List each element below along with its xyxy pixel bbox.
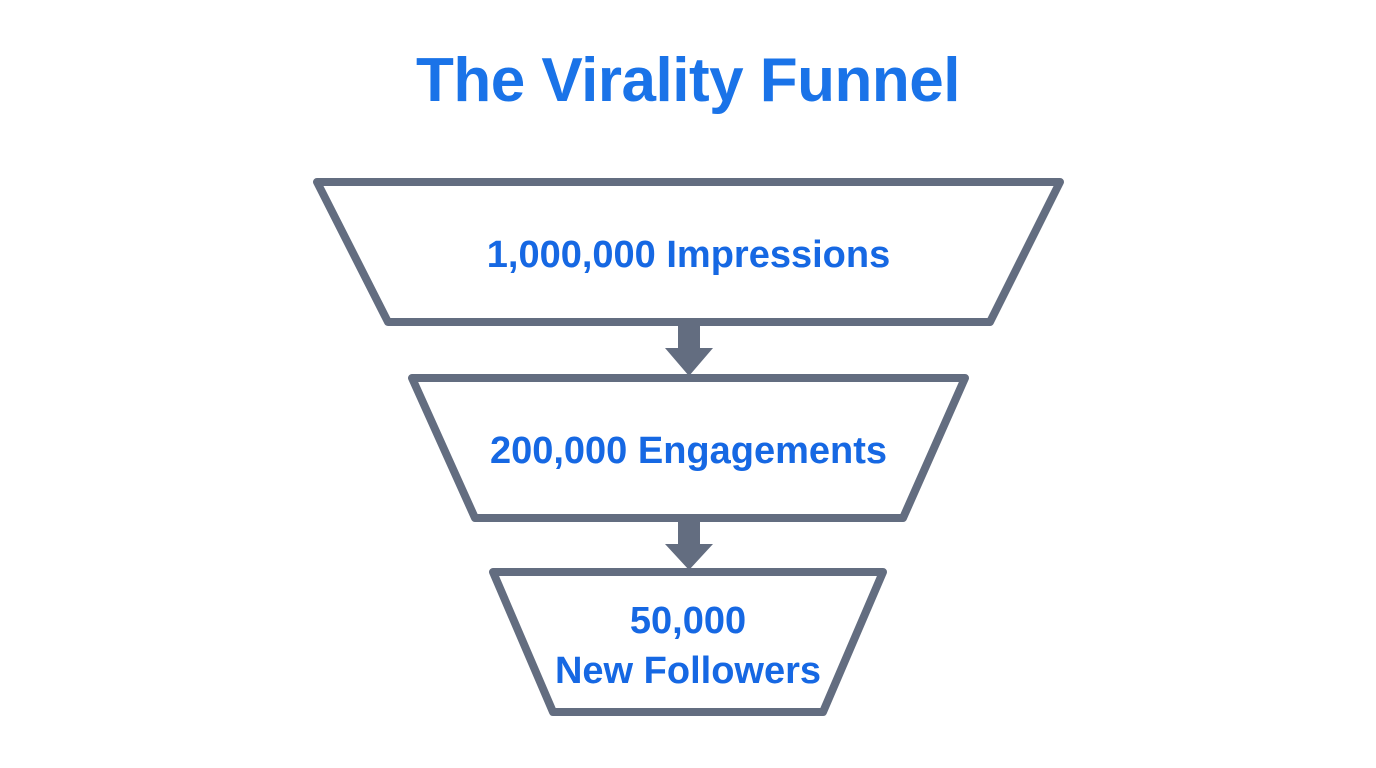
arrow-stage1-to-stage2-icon xyxy=(665,322,713,376)
arrow-stage2-to-stage3-icon xyxy=(665,518,713,570)
page-title: The Virality Funnel xyxy=(415,46,961,115)
funnel-stage-3-shape[interactable] xyxy=(489,568,887,716)
funnel-stage-1-shape[interactable] xyxy=(313,178,1064,326)
funnel-stage-2-shape[interactable] xyxy=(408,374,969,522)
